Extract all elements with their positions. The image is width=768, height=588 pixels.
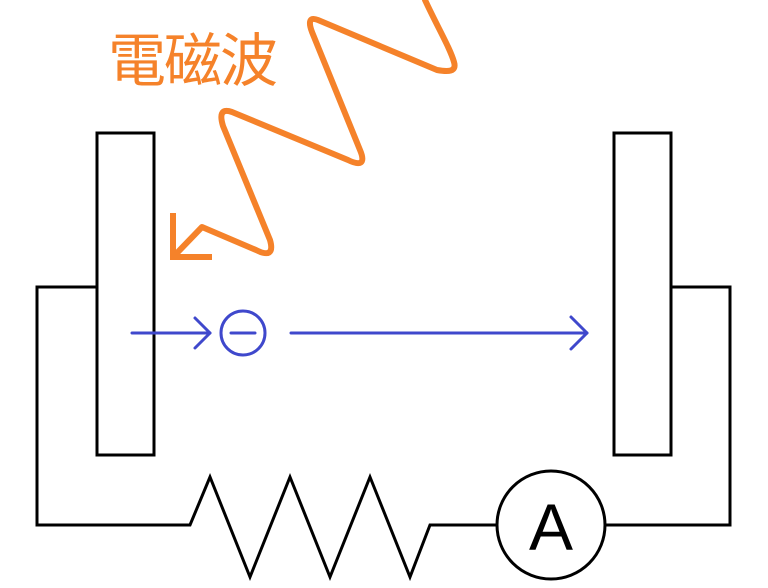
wave-arrowhead-icon bbox=[170, 213, 212, 260]
left-electrode bbox=[95, 131, 156, 457]
circuit-wire bbox=[35, 285, 497, 582]
em-wave-arrow bbox=[170, 0, 458, 260]
ammeter-label: A bbox=[529, 490, 573, 564]
arrowhead-icon bbox=[569, 315, 589, 351]
right-electrode bbox=[612, 131, 673, 457]
arrowhead-icon bbox=[193, 316, 212, 350]
circuit-wire-right bbox=[605, 285, 732, 527]
em-wave-label: 電磁波 bbox=[108, 27, 278, 95]
electron-icon bbox=[219, 309, 267, 357]
ammeter bbox=[495, 469, 607, 581]
